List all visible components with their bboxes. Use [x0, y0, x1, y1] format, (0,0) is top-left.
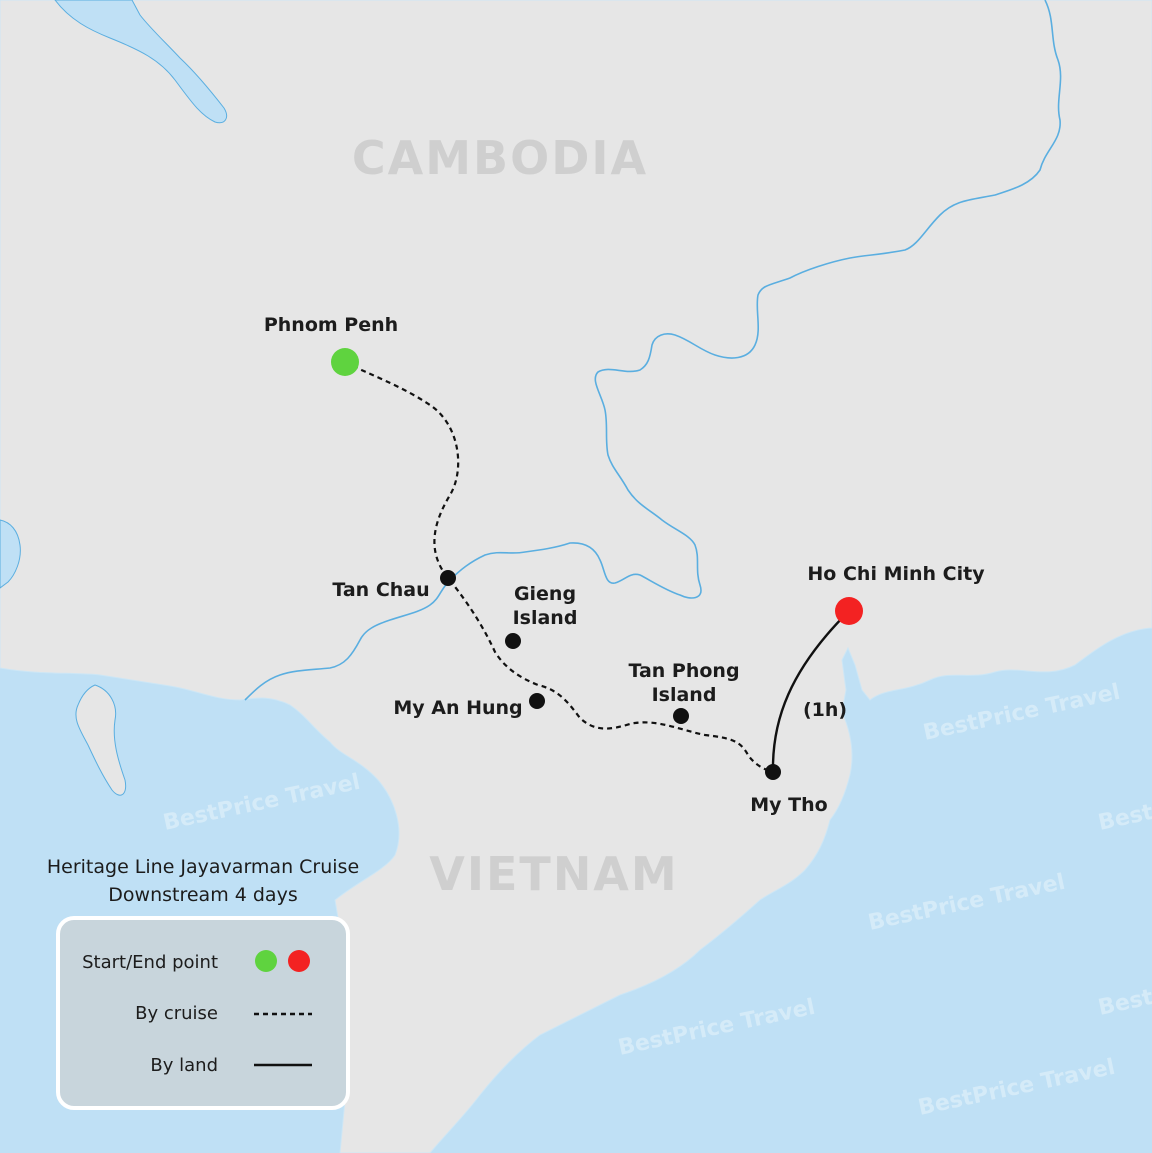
cruise-route	[344, 361, 774, 774]
start-point-phnom-penh	[331, 348, 359, 376]
stop-my-tho	[765, 764, 781, 780]
stop-tan-phong-island	[673, 708, 689, 724]
label-ho-chi-minh-city: Ho Chi Minh City	[807, 563, 985, 585]
stop-tan-chau	[440, 570, 456, 586]
stops	[331, 348, 863, 780]
label-tan-phong-island-line2: Island	[652, 684, 717, 706]
label-my-tho: My Tho	[750, 794, 827, 816]
country-label-cambodia: CAMBODIA	[352, 131, 648, 185]
tonle-sap-lake	[54, 0, 228, 124]
legend-start-dot	[255, 950, 277, 972]
label-tan-chau: Tan Chau	[332, 579, 429, 601]
map-title-line2: Downstream 4 days	[108, 884, 297, 906]
legend-cruise-label: By cruise	[135, 1003, 218, 1024]
label-my-an-hung: My An Hung	[393, 697, 522, 719]
land-duration-label: (1h)	[803, 699, 847, 721]
legend-start-end-label: Start/End point	[82, 952, 218, 973]
left-sea-inlet	[0, 519, 21, 589]
stop-my-an-hung	[529, 693, 545, 709]
label-tan-phong-island-line1: Tan Phong	[628, 660, 739, 682]
land-route	[771, 611, 849, 773]
stop-gieng-island	[505, 633, 521, 649]
legend-land-label: By land	[150, 1055, 218, 1076]
end-point-ho-chi-minh-city	[835, 597, 863, 625]
map-title-line1: Heritage Line Jayavarman Cruise	[47, 856, 359, 878]
legend-end-dot	[288, 950, 310, 972]
country-label-vietnam: VIETNAM	[429, 847, 678, 901]
label-phnom-penh: Phnom Penh	[264, 314, 398, 336]
label-gieng-island-line2: Island	[513, 607, 578, 629]
label-gieng-island-line1: Gieng	[514, 583, 576, 605]
legend: Start/End point By cruise By land	[56, 916, 350, 1110]
island	[75, 684, 127, 796]
